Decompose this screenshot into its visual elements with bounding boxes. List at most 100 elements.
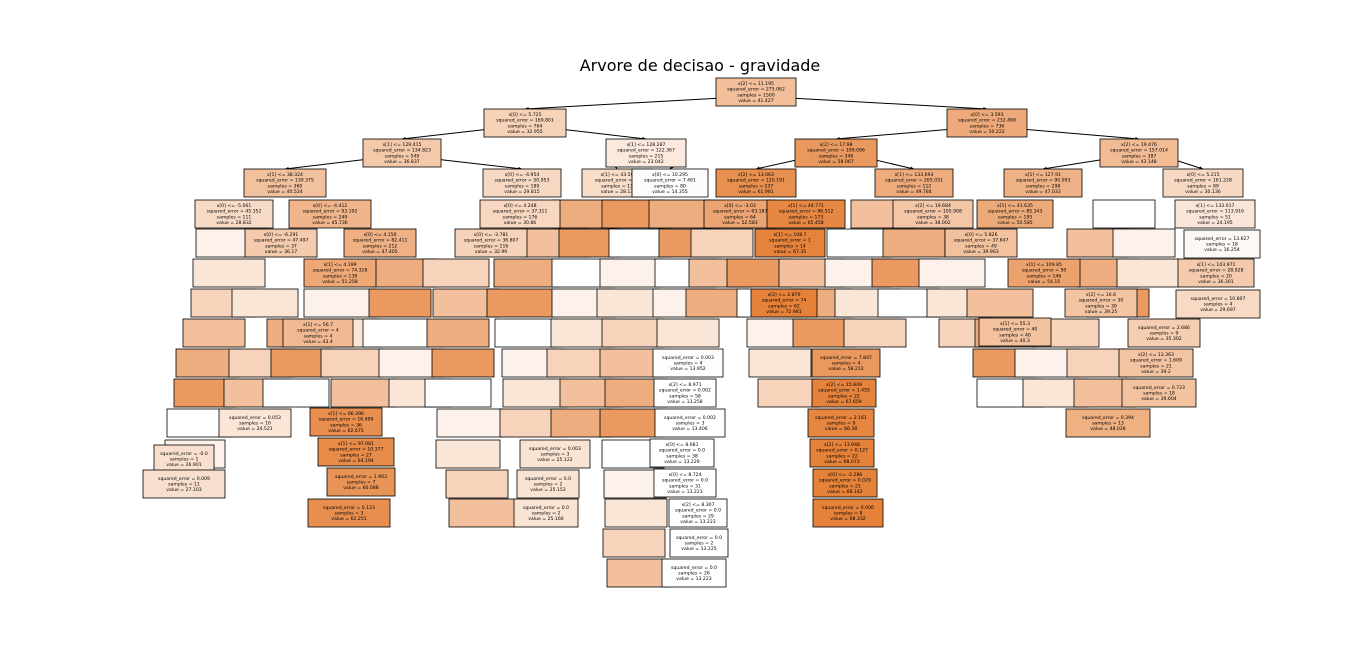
tree-node-box (244, 228, 318, 258)
tree-node-line: x[0] <= 5.725 (509, 112, 542, 118)
tree-node-line: value = 64.194 (338, 458, 373, 464)
tree-node-box (811, 348, 881, 378)
tree-node-overlapped (445, 469, 509, 499)
tree-node-box (807, 408, 875, 438)
tree-node-line: value = 48.028 (1090, 426, 1125, 432)
tree-node-line: value = 68.332 (830, 516, 865, 522)
tree-node-line: samples = 9 (1150, 331, 1179, 337)
tree-node-line: x[1] <= 133.693 (895, 172, 934, 178)
tree-node-line: value = 28.13 (601, 189, 634, 195)
tree-node-line: value = 68.142 (827, 489, 862, 495)
tree-node-line: squared_error = 134.823 (373, 148, 431, 154)
tree-node-line: squared_error = 0.394 (1082, 415, 1134, 421)
tree-node-overlapped (1116, 258, 1180, 288)
tree-node-line: x[0] <= 4.156 (364, 232, 397, 238)
tree-node-box (1007, 258, 1081, 288)
tree-node-line: samples = 8 (834, 511, 863, 517)
tree-node-line: x[0] <= -4.954 (505, 172, 540, 178)
tree-node-box (715, 168, 797, 198)
tree-node-line: squared_error = 74.328 (313, 268, 368, 274)
tree-node-line: x[2] <= 13.948 (824, 442, 860, 448)
tree-node-line: value = 45.736 (312, 220, 347, 226)
tree-node-line: value = 29.815 (504, 189, 539, 195)
tree-node-box (715, 77, 797, 107)
tree-edge (401, 128, 491, 140)
tree-node-line: squared_error = 0.0 (662, 478, 708, 484)
tree-node-box (703, 199, 777, 229)
tree-node-line: value = 23.042 (628, 159, 663, 165)
tree-node-line: value = 36.17 (265, 249, 298, 255)
tree-node-line: x[0] <= -3.781 (474, 232, 509, 238)
tree-node-line: x[2] <= 17.98 (820, 142, 853, 148)
tree-node-line: value = 67.35 (774, 249, 807, 255)
tree-node-line: value = 38.002 (915, 220, 950, 226)
tree-node-line: squared_error = 50.953 (495, 178, 550, 184)
tree-node-line: value = 51.258 (322, 279, 357, 285)
tree-node-box (978, 317, 1052, 347)
tree-node-line: squared_error = 93.192 (303, 209, 358, 215)
tree-node-box (661, 558, 727, 588)
tree-node-line: squared_error = 120.191 (727, 178, 785, 184)
tree-node-line: value = 13.223 (676, 576, 711, 582)
tree-node-box (669, 528, 729, 558)
tree-node-line: squared_error = 0.006 (822, 505, 874, 511)
tree-edge (434, 158, 523, 170)
tree-edge (1020, 128, 1140, 140)
tree-node-line: value = 32.955 (507, 129, 542, 135)
tree-node-line: squared_error = 30 (1079, 298, 1124, 304)
tree-node-line: squared_error = 1.609 (1130, 358, 1182, 364)
tree-node-box (194, 199, 274, 229)
tree-node-line: samples = 62 (768, 303, 800, 309)
tree-node-line: samples = 4 (304, 333, 333, 339)
tree-node-line: squared_error = 161.228 (1174, 178, 1232, 184)
tree-node-line: samples = 38 (666, 453, 698, 459)
tree-node-overlapped (231, 288, 299, 318)
tree-node-overlapped (262, 378, 330, 408)
tree-node-overlapped (648, 199, 712, 229)
tree-node-line: value = 13.258 (667, 399, 702, 405)
tree-node-overlapped (1092, 199, 1156, 229)
tree-node-line: squared_error = -0.0 (160, 451, 208, 457)
tree-node-line: samples = 111 (217, 214, 252, 220)
tree-node-line: samples = 146 (1027, 273, 1062, 279)
tree-node-line: squared_error = 157.014 (1110, 148, 1168, 154)
tree-node-line: value = 13.952 (670, 366, 705, 372)
tree-edge (835, 128, 954, 140)
tree-node-line: x[0] <= -5.061 (217, 203, 252, 209)
tree-node-line: samples = 36 (330, 422, 362, 428)
tree-node-line: value = 13.225 (681, 546, 716, 552)
tree-node-overlapped (918, 258, 986, 288)
tree-node-line: x[1] <= 66.396 (328, 411, 364, 417)
tree-node-line: value = 39.604 (1141, 396, 1176, 402)
tree-node-box (516, 469, 580, 499)
tree-node-box (811, 378, 877, 408)
tree-node-box (218, 408, 292, 438)
tree-node-line: squared_error = 0.0 (676, 535, 722, 541)
tree-node-box (153, 444, 215, 474)
tree-node-line: squared_error = 0.123 (323, 505, 375, 511)
tree-node-line: samples = 22 (826, 453, 858, 459)
tree-node-line: squared_error = 0.0 (675, 508, 721, 514)
tree-node-box (288, 199, 372, 229)
tree-node-line: squared_error = 199.096 (807, 148, 865, 154)
tree-node-overlapped (448, 498, 516, 528)
tree-node-line: x[2] <= 19.476 (1121, 142, 1157, 148)
tree-node-line: value = 25.153 (530, 487, 565, 493)
tree-node-line: samples = 13 (601, 183, 633, 189)
tree-node-line: samples = 298 (1026, 183, 1061, 189)
tree-node-line: value = 29.697 (1200, 307, 1235, 313)
tree-node-line: value = 68.073 (824, 459, 859, 465)
